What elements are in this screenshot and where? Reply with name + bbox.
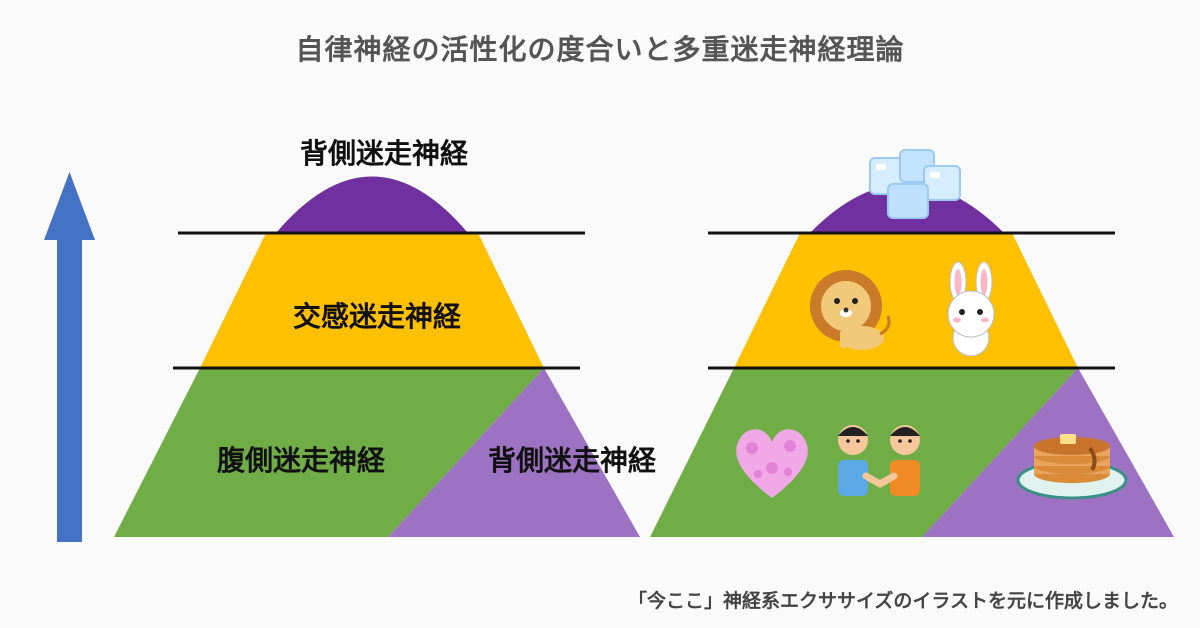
activation-arrow: [44, 172, 95, 542]
left-middle-band: [200, 233, 544, 368]
lion-icon: [810, 270, 891, 350]
rabbit-icon: [947, 261, 995, 357]
pancakes-icon: [1016, 434, 1128, 500]
right-middle-band: [734, 233, 1078, 368]
right-bottom-green: [650, 368, 1078, 537]
left-bottom-right-label: 背側迷走神経: [488, 444, 657, 477]
left-bottom-green: [114, 368, 544, 537]
right-pyramid: [650, 149, 1174, 537]
handshake-people-icon: [838, 425, 920, 496]
page-title: 自律神経の活性化の度合いと多重迷走神経理論: [295, 33, 905, 66]
heart-icon: [736, 429, 808, 498]
footer-credit: 「今ここ」神経系エクササイズのイラストを元に作成しました。: [627, 590, 1178, 612]
left-top-label: 背側迷走神経: [300, 137, 469, 170]
left-bottom-purple: [388, 368, 640, 537]
ice-cubes-icon: [869, 149, 961, 219]
left-middle-label: 交感迷走神経: [293, 300, 462, 333]
left-bottom-left-label: 腹側迷走神経: [217, 444, 386, 477]
left-pyramid: 背側迷走神経 交感迷走神経 腹側迷走神経 背側迷走神経: [114, 137, 657, 537]
left-top-dome: [276, 176, 468, 233]
